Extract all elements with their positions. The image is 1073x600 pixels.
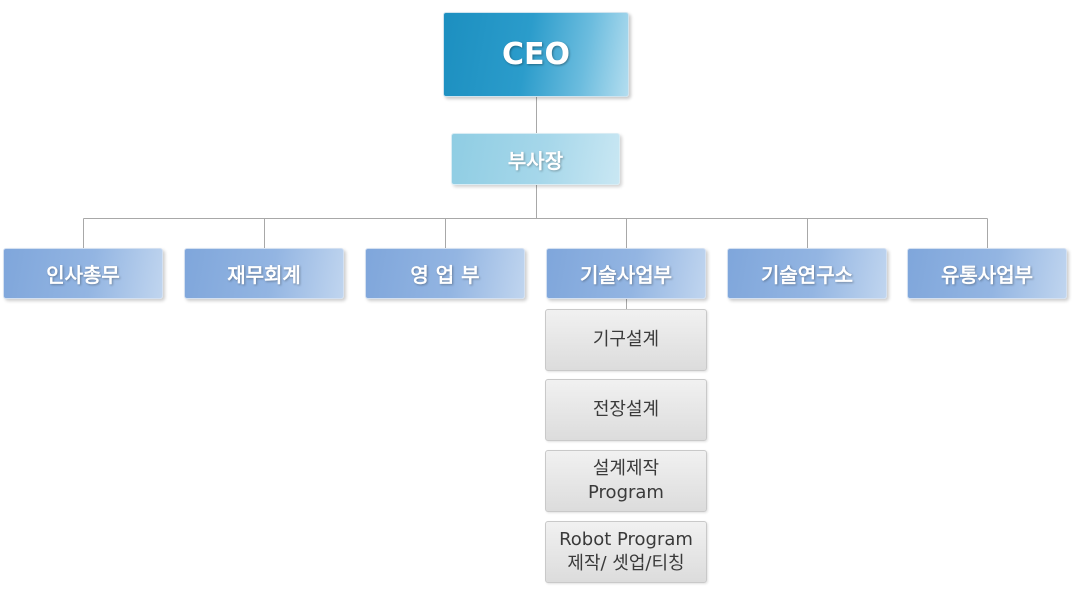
department-label: 인사총무 xyxy=(46,263,120,287)
sub-unit-line: Program xyxy=(588,482,664,503)
vice-president-box: 부사장 xyxy=(451,133,620,185)
department-distribution: 유통사업부 xyxy=(907,248,1067,299)
department-label: 영 업 부 xyxy=(410,263,480,287)
sub-unit-design-program: 설계제작 Program xyxy=(545,450,707,512)
ceo-label: CEO xyxy=(501,37,570,72)
department-label: 기술사업부 xyxy=(580,263,672,287)
department-research-lab: 기술연구소 xyxy=(727,248,887,299)
sub-unit-line: 제작/ 셋업/티칭 xyxy=(567,553,685,574)
department-label: 기술연구소 xyxy=(761,263,853,287)
vice-president-label: 부사장 xyxy=(507,148,564,173)
sub-unit-line: 기구설계 xyxy=(592,329,660,350)
sub-unit-line: Robot Program xyxy=(559,529,693,550)
sub-unit-line: 설계제작 xyxy=(592,458,660,479)
sub-unit-line: 전장설계 xyxy=(592,399,660,420)
sub-unit-mechanical-design: 기구설계 xyxy=(545,309,707,371)
department-label: 재무회계 xyxy=(227,263,301,287)
department-hr-admin: 인사총무 xyxy=(3,248,163,299)
sub-unit-electrical-design: 전장설계 xyxy=(545,379,707,441)
department-sales: 영 업 부 xyxy=(365,248,525,299)
sub-unit-robot-program: Robot Program 제작/ 셋업/티칭 xyxy=(545,521,707,583)
department-tech-business: 기술사업부 xyxy=(546,248,706,299)
ceo-box: CEO xyxy=(443,12,629,97)
department-label: 유통사업부 xyxy=(941,263,1033,287)
department-finance: 재무회계 xyxy=(184,248,344,299)
